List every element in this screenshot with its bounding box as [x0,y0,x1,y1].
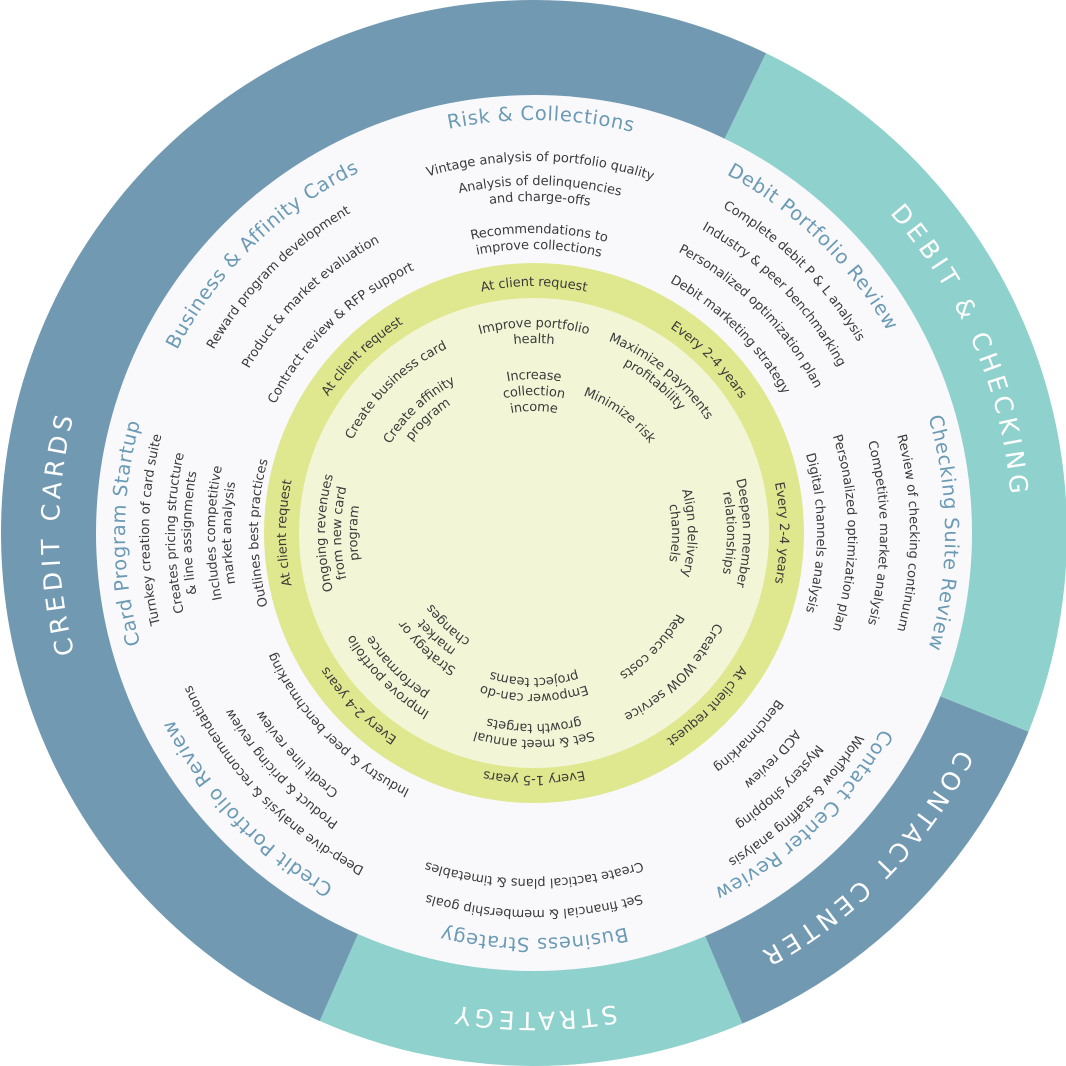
goal-text-text: Deepen member [733,477,755,590]
goal-text-text: from new card [329,485,349,582]
service-item-text: and charge-offs [488,189,592,209]
goal-text-text: Align delivery [678,487,699,579]
goal-text: channels [666,503,684,564]
goal-text: income [509,399,559,416]
service-item: & line assignments [179,470,199,597]
frequency-tag-text: Every 2-4 years [771,481,791,586]
goal-text-text: health [513,331,555,347]
frequency-tag: At client request [479,274,589,295]
goal-text: health [513,331,555,347]
goal-text: Align delivery [678,487,699,579]
service-item: Includes competitive [203,464,225,602]
goal-text-text: channels [666,503,684,564]
goal-text-text: income [509,399,559,416]
frequency-tag-text: At client request [479,274,589,295]
goal-text: Increase [505,367,562,384]
frequency-tag: Every 2-4 years [771,481,791,586]
frequency-tag-text: At client request [274,478,295,588]
goal-text-text: Improve portfolio [477,315,592,337]
goal-text-text: relationships [719,490,738,576]
goal-text: from new card [329,485,349,582]
frequency-tag-text: Every 1-5 years [482,767,587,787]
frequency-tag: At client request [274,478,295,588]
goal-text-text: growth targets [485,715,584,736]
service-item: market analysis [219,480,238,585]
service-item-text: & line assignments [179,470,199,597]
goal-text: Deepen member [733,477,755,590]
service-item-text: Includes competitive [203,464,225,602]
goals-disc [299,298,769,768]
goal-text-text: project teams [487,668,580,689]
goal-text-text: collection [501,383,566,401]
frequency-tag: Every 1-5 years [482,767,587,787]
service-item-text: market analysis [219,480,238,585]
goal-text: project teams [487,668,580,689]
goal-text: program [345,504,362,561]
goal-text-text: program [345,504,362,561]
goal-text-text: Increase [505,367,562,384]
goal-text: collection [501,383,566,401]
goal-text: relationships [719,490,738,576]
goal-text: growth targets [485,715,584,736]
service-item: and charge-offs [488,189,592,209]
goal-text: Improve portfolio [477,315,592,337]
